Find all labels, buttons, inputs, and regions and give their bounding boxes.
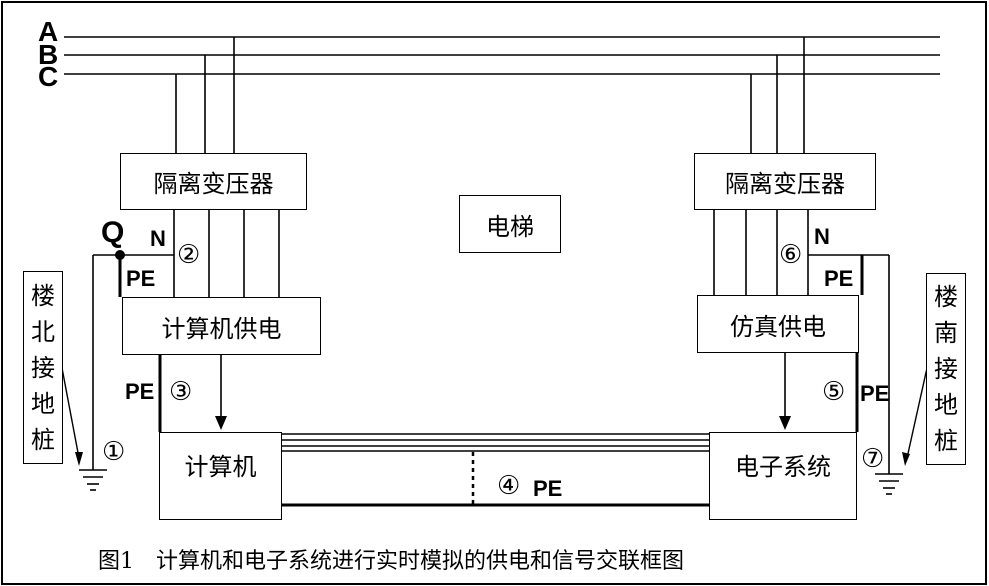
marker-1: ①: [102, 437, 126, 467]
elevator-box: 电梯: [459, 195, 561, 253]
north-char-1: 楼: [31, 281, 55, 310]
north-char-3: 接: [31, 353, 55, 382]
q-label: Q: [101, 216, 125, 249]
pe-label-left-mid: PE: [125, 379, 155, 404]
north-ground-stake-label: 楼 北 接 地 桩: [23, 271, 63, 464]
north-char-2: 北: [31, 317, 55, 346]
isolation-transformer-right: 隔离变压器: [694, 153, 876, 210]
north-pointer: [61, 367, 80, 459]
south-char-3: 接: [934, 355, 958, 383]
south-char-1: 楼: [934, 283, 958, 311]
north-char-4: 地: [31, 389, 55, 418]
phase-c-label: C: [38, 61, 59, 92]
isolation-transformer-left: 隔离变压器: [120, 153, 307, 210]
pe-label-left-top: PE: [126, 266, 156, 291]
electronic-feed-arrow: [779, 416, 791, 430]
south-char-5: 桩: [934, 427, 958, 455]
pe-label-right-top: PE: [824, 266, 854, 291]
marker-6: ⑥: [779, 240, 803, 270]
marker-7: ⑦: [861, 444, 885, 474]
n-label-right: N: [814, 224, 830, 249]
marker-3: ③: [169, 377, 193, 407]
south-pointer-head: [902, 452, 910, 466]
computer-box: 计算机: [159, 432, 282, 520]
marker-5: ⑤: [822, 377, 846, 407]
north-char-5: 桩: [31, 425, 55, 454]
q-node: [115, 250, 125, 260]
sim-power-box: 仿真供电: [697, 295, 859, 353]
pe-label-bottom: PE: [533, 476, 563, 501]
phase-b-label: B: [38, 39, 59, 70]
computer-feed-arrow: [215, 416, 227, 430]
south-char-2: 南: [934, 319, 958, 347]
south-char-4: 地: [934, 391, 958, 419]
computer-power-box: 计算机供电: [122, 297, 321, 355]
electronic-system-box: 电子系统: [709, 432, 857, 520]
pe-label-right-mid: PE: [860, 381, 890, 406]
phase-a-label: A: [38, 16, 59, 47]
marker-2: ②: [177, 240, 201, 270]
n-label-left: N: [150, 226, 166, 251]
south-ground-stake-label: 楼 南 接 地 桩: [926, 273, 966, 465]
south-pointer: [906, 367, 928, 459]
figure-caption: 图1 计算机和电子系统进行实时模拟的供电和信号交联框图: [98, 549, 684, 574]
marker-4: ④: [497, 471, 521, 501]
north-pointer-head: [75, 452, 83, 466]
